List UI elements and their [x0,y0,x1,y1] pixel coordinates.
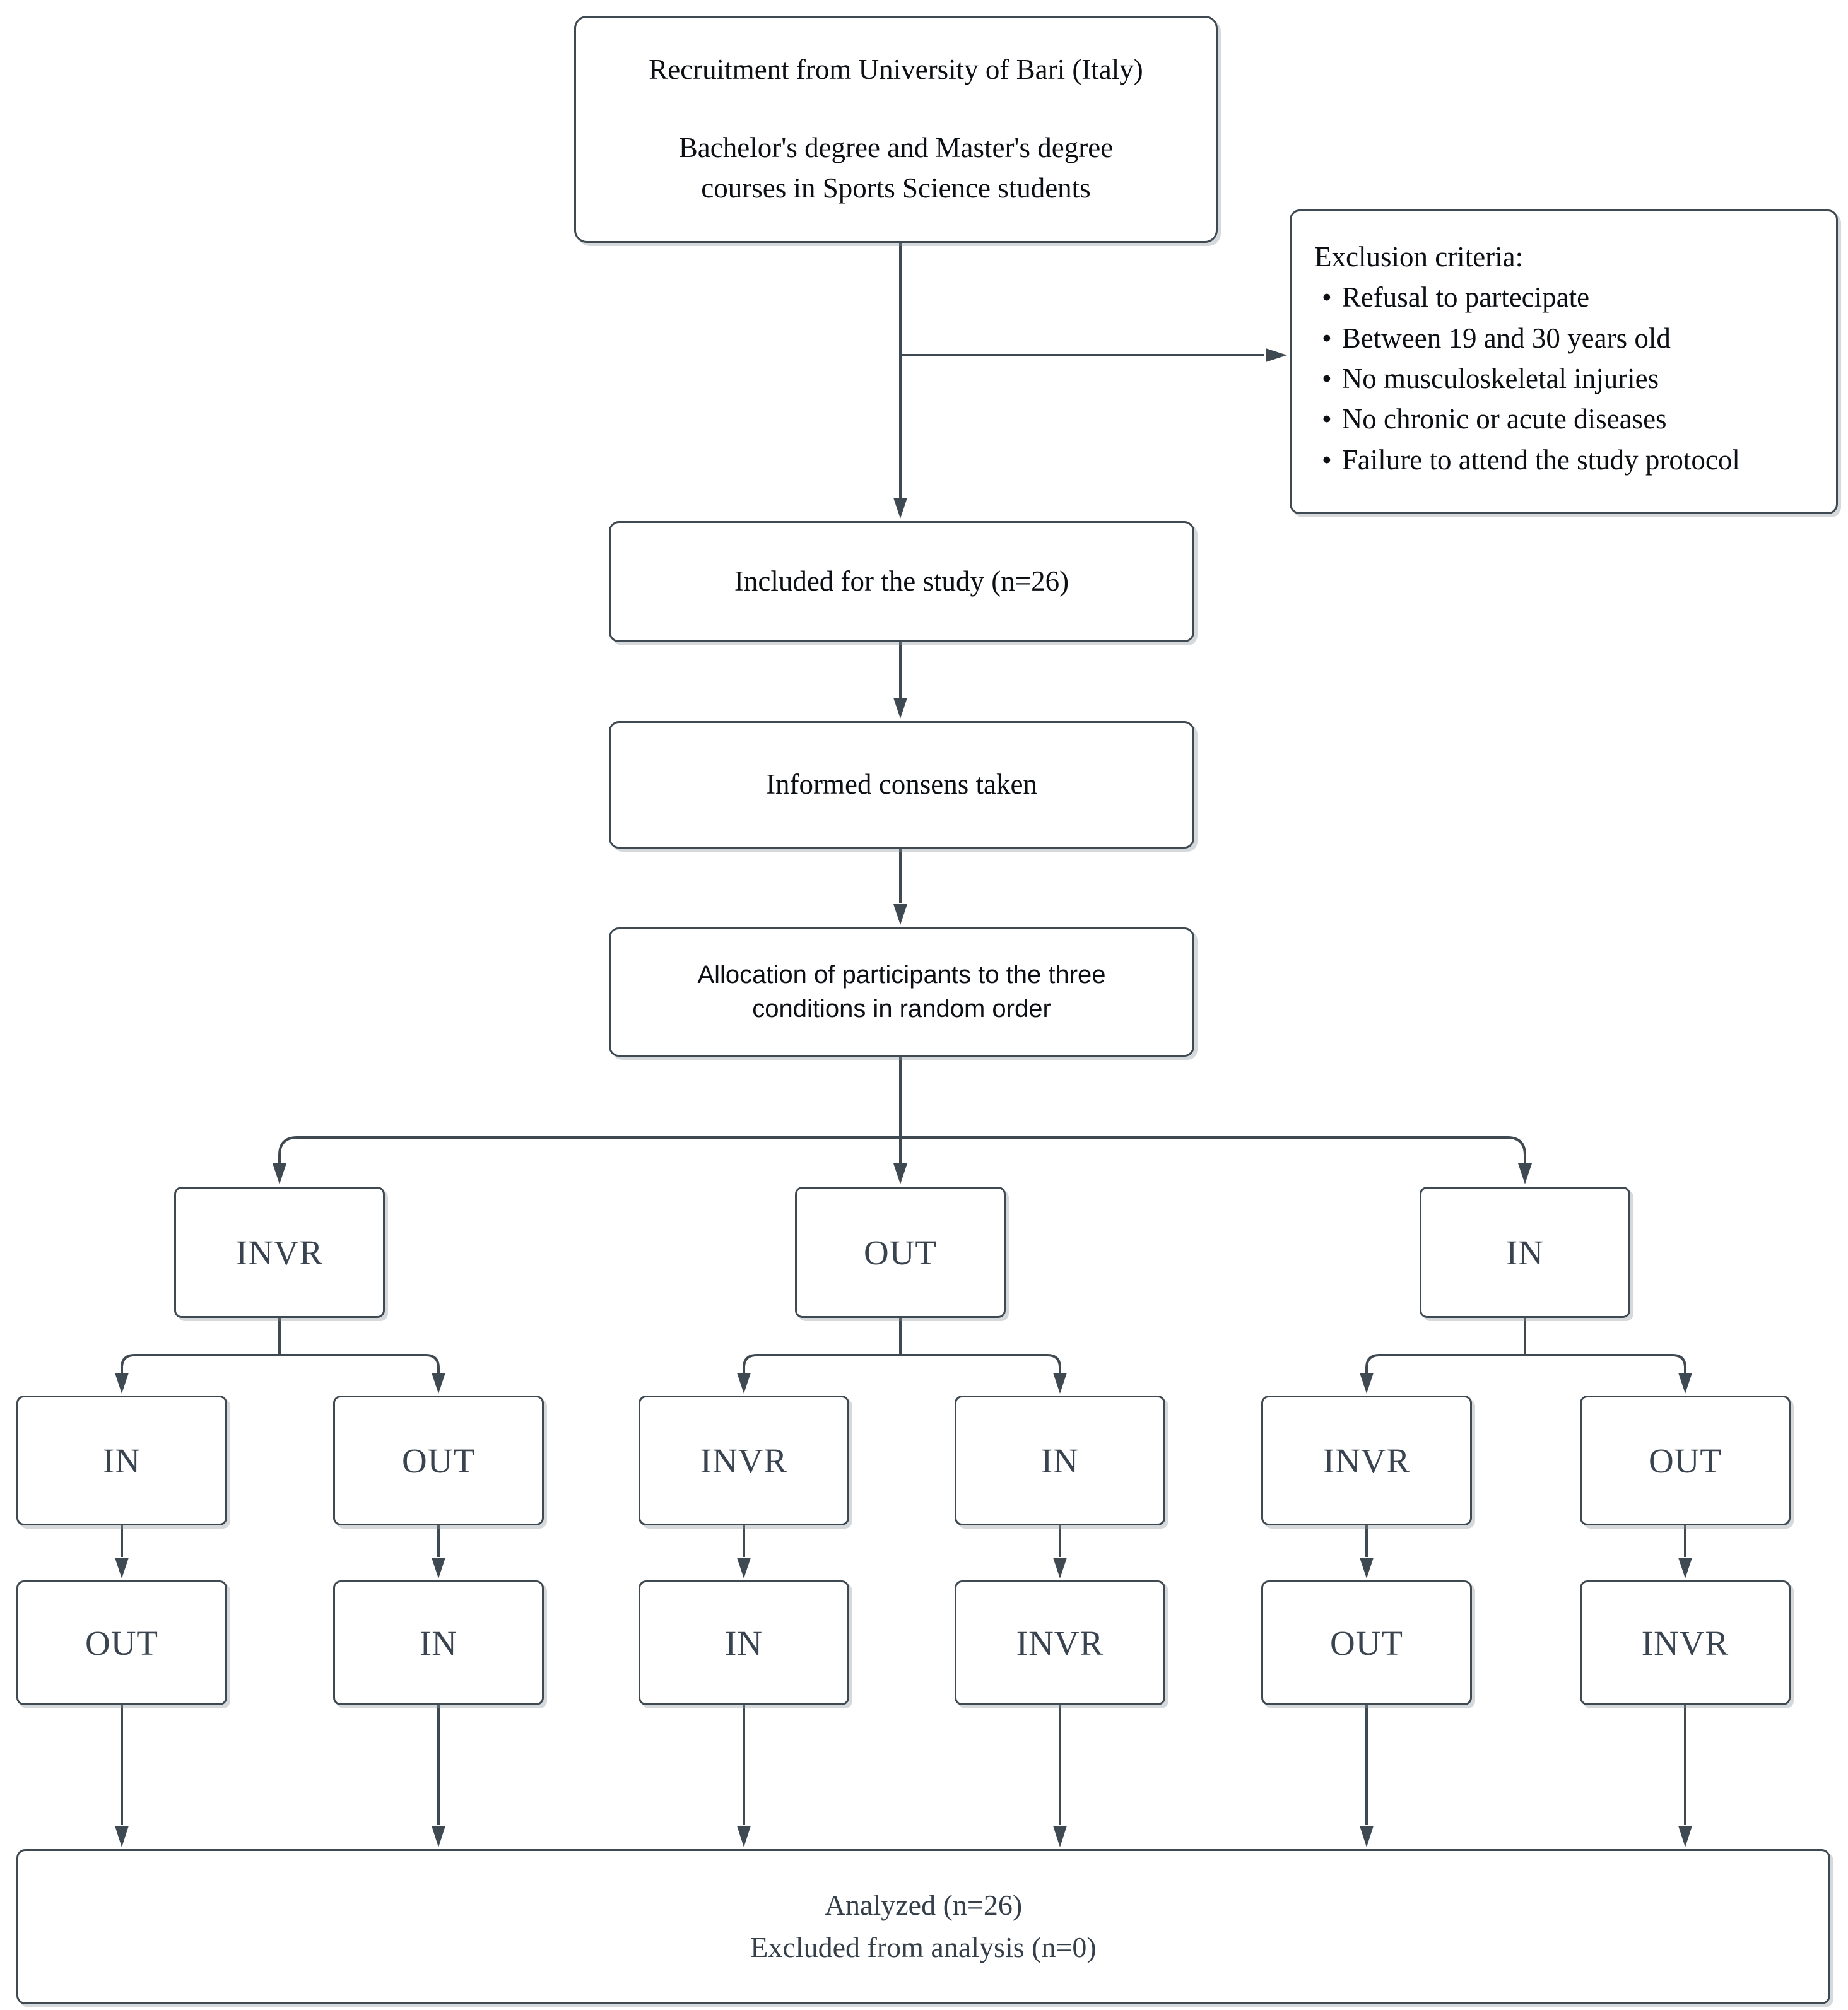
condition-step3-label: OUT [1329,1623,1404,1662]
condition-step3-label: IN [419,1623,458,1662]
exclusion-item: • Between 19 and 30 years old [1314,318,1671,358]
bullet-icon: • [1322,403,1332,435]
bullet-icon: • [1322,363,1332,395]
condition-step2-label: INVR [700,1441,788,1480]
exclusion-criteria-box: Exclusion criteria: • Refusal to parteci… [1290,209,1838,514]
condition-step2-box: IN [16,1396,227,1525]
included-label: Included for the study (n=26) [734,565,1069,597]
allocation-line-1: Allocation of participants to the three [697,960,1106,989]
exclusion-item: • No musculoskeletal injuries [1314,358,1659,399]
condition-step3-label: OUT [85,1623,159,1662]
exclusion-item-text: No chronic or acute diseases [1341,403,1667,435]
analyzed-box: Analyzed (n=26) Excluded from analysis (… [16,1849,1830,2004]
informed-consent-box: Informed consens taken [609,721,1194,849]
condition-step2-box: OUT [1580,1396,1791,1525]
condition-step2-label: IN [102,1441,141,1480]
degree-line-1: Bachelor's degree and Master's degree [678,132,1114,164]
allocation-box: Allocation of participants to the three … [609,927,1194,1057]
exclusion-item-text: Failure to attend the study protocol [1341,444,1740,476]
condition-step3-box: INVR [955,1580,1165,1705]
condition-step3-box: IN [639,1580,849,1705]
condition-step2-label: OUT [1648,1441,1722,1480]
condition-root-box-in: IN [1420,1187,1630,1318]
condition-step2-label: OUT [401,1441,476,1480]
condition-root-label: INVR [235,1233,324,1272]
bullet-icon: • [1322,444,1332,476]
excluded-from-analysis-label: Excluded from analysis (n=0) [750,1931,1097,1963]
invr-split-bar [121,1354,440,1373]
in-split-bar [1365,1354,1686,1373]
exclusion-item: • No chronic or acute diseases [1314,399,1667,439]
exclusion-title: Exclusion criteria: [1314,241,1524,273]
exclusion-item: • Refusal to partecipate [1314,277,1589,317]
exclusion-item: • Failure to attend the study protocol [1314,440,1740,480]
analyzed-label: Analyzed (n=26) [824,1889,1023,1922]
recruitment-box: Recruitment from University of Bari (Ita… [574,16,1218,243]
out-split-bar [743,1354,1061,1373]
condition-step2-box: INVR [1261,1396,1472,1525]
bullet-icon: • [1322,322,1332,354]
condition-step2-label: INVR [1322,1441,1411,1480]
condition-root-box-invr: INVR [174,1187,385,1318]
bullet-icon: • [1322,281,1332,314]
allocation-line-2: conditions in random order [752,994,1051,1023]
exclusion-item-text: Between 19 and 30 years old [1341,322,1671,354]
condition-step3-label: INVR [1641,1623,1729,1662]
condition-step2-label: IN [1040,1441,1080,1480]
degree-line-2: courses in Sports Science students [701,172,1091,204]
informed-consent-label: Informed consens taken [766,768,1037,801]
exclusion-item-text: Refusal to partecipate [1341,281,1590,314]
condition-step3-box: OUT [16,1580,227,1705]
condition-step3-label: IN [724,1623,763,1662]
allocation-split-bar [278,1136,1526,1163]
condition-step3-box: IN [333,1580,544,1705]
condition-root-box-out: OUT [795,1187,1006,1318]
recruitment-line: Recruitment from University of Bari (Ita… [649,54,1143,86]
condition-root-label: IN [1505,1233,1545,1272]
condition-step2-box: OUT [333,1396,544,1525]
exclusion-item-text: No musculoskeletal injuries [1341,363,1659,395]
condition-step2-box: INVR [639,1396,849,1525]
condition-step2-box: IN [955,1396,1165,1525]
condition-step3-box: INVR [1580,1580,1791,1705]
condition-step3-label: INVR [1016,1623,1104,1662]
included-box: Included for the study (n=26) [609,521,1194,642]
condition-root-label: OUT [863,1233,938,1272]
condition-step3-box: OUT [1261,1580,1472,1705]
